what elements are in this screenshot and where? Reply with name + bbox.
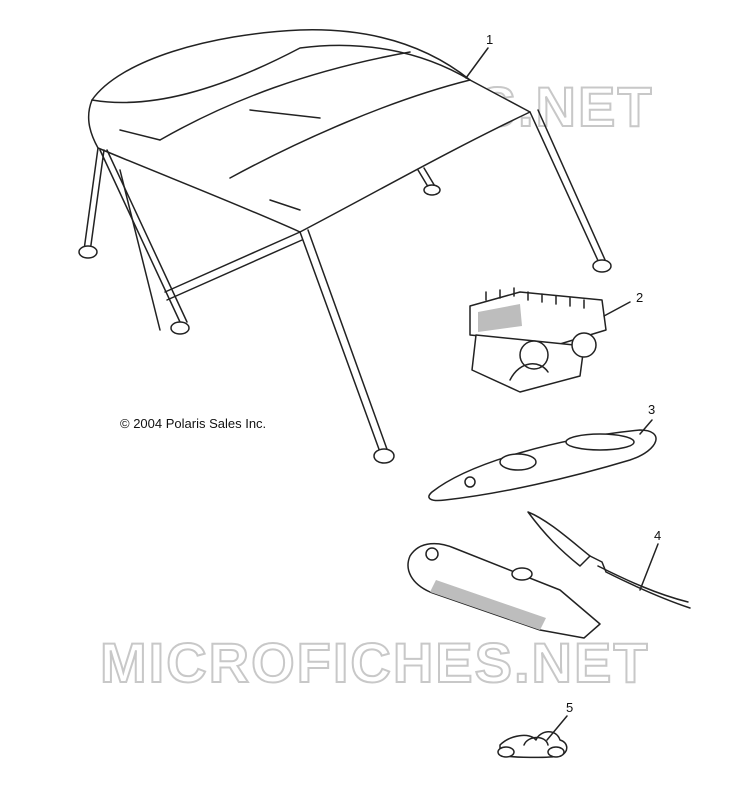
watermark-bottom: MICROFICHES.NET: [100, 631, 650, 694]
callout-4: 4: [654, 528, 661, 543]
part-1-bimini-top: [78, 29, 612, 464]
part-4-light-assembly: [407, 511, 691, 639]
copyright-notice: © 2004 Polaris Sales Inc.: [120, 416, 266, 431]
callout-1: 1: [486, 32, 493, 47]
part-2-clamp: [469, 287, 607, 393]
part-3-pad: [428, 429, 657, 502]
callout-2: 2: [636, 290, 643, 305]
callout-5: 5: [566, 700, 573, 715]
part-5-eye-strap: [497, 731, 568, 759]
callout-3: 3: [648, 402, 655, 417]
callout-leaders: [465, 47, 659, 741]
